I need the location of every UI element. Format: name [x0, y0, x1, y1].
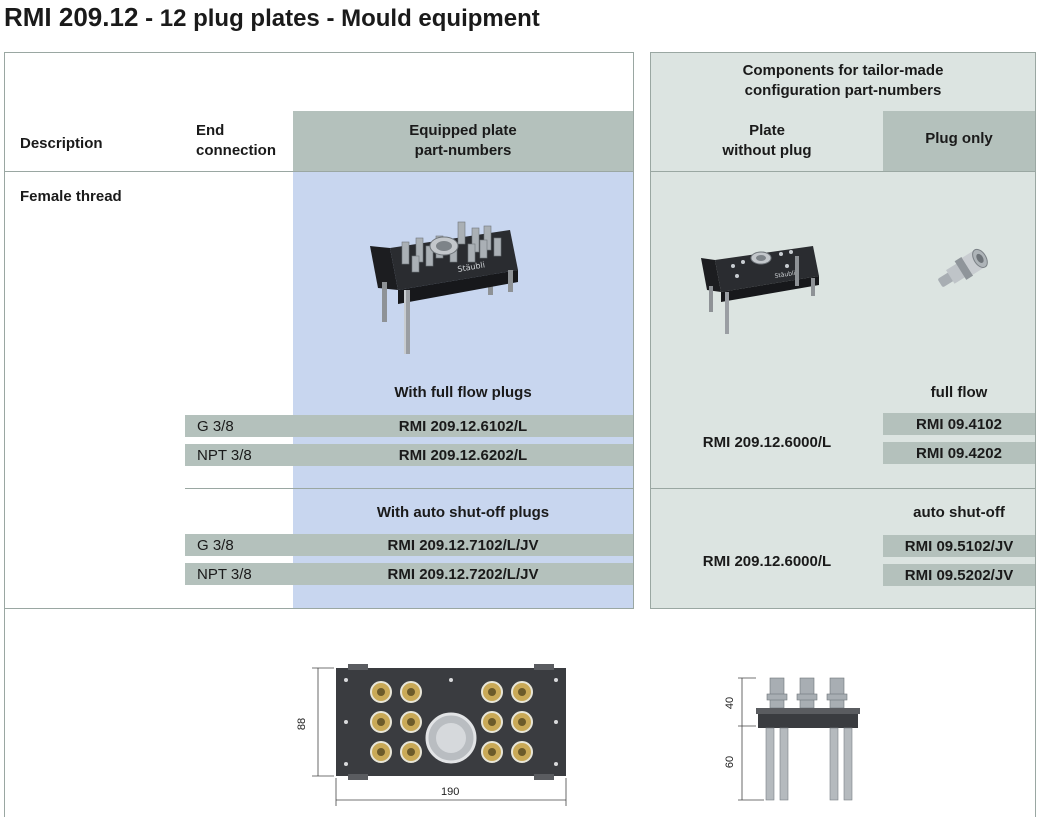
section-divider-left	[185, 488, 634, 489]
header-plate-without-plug: Plate without plug	[722, 122, 812, 159]
side-bottom-dimension: 60	[724, 755, 737, 769]
left-table-frame	[4, 52, 634, 609]
header-components: Components for tailor-made configuration…	[742, 62, 944, 99]
page-title: RMI 209.12 - 12 plug plates - Mould equi…	[4, 2, 540, 33]
auto-row-2-connection: NPT 3/8	[185, 563, 293, 585]
auto-plug-1: RMI 09.5102/JV	[883, 535, 1035, 557]
header-divider-left	[4, 171, 634, 172]
plate-without-plug-image: Stäubli	[701, 246, 819, 334]
header-plug-only: Plug only	[925, 130, 993, 147]
plug-column-bg	[883, 172, 1035, 488]
full-flow-row-1-connection: G 3/8	[185, 415, 293, 437]
svg-text:Stäubli: Stäubli	[774, 270, 796, 280]
side-view-drawing	[738, 677, 860, 801]
section-divider-right	[650, 488, 1036, 489]
full-flow-row-1-part: RMI 209.12.6102/L	[293, 415, 633, 437]
auto-plate-part: RMI 209.12.6000/L	[702, 553, 832, 570]
header-divider-right	[650, 171, 1036, 172]
header-equipped-plate: Equipped plate part-numbers	[409, 122, 517, 159]
auto-shutoff-label: With auto shut-off plugs	[376, 504, 550, 521]
auto-row-2-part: RMI 209.12.7202/L/JV	[293, 563, 633, 585]
plate-column-bg	[651, 172, 883, 488]
full-flow-row-2-part: RMI 209.12.6202/L	[293, 444, 633, 466]
components-header-bg	[651, 53, 1035, 111]
side-top-dimension: 40	[724, 696, 737, 710]
title-main: RMI 209.12	[4, 2, 139, 32]
equipped-plate-image: Stäubli	[370, 221, 518, 354]
header-end-connection: End connection	[196, 122, 277, 159]
header-description: Description	[20, 135, 103, 152]
plug-header-bg	[883, 111, 1035, 171]
width-dimension: 190	[441, 786, 460, 798]
plate-header-bg	[651, 111, 883, 171]
full-flow-row-2-connection: NPT 3/8	[185, 444, 293, 466]
full-flow-plug-1: RMI 09.4102	[883, 413, 1035, 435]
top-view-drawing	[312, 664, 567, 806]
full-flow-plate-part: RMI 209.12.6000/L	[702, 434, 832, 451]
right-table-frame	[650, 52, 1036, 609]
auto-shutoff-plug-label: auto shut-off	[913, 504, 1005, 521]
full-flow-plug-2: RMI 09.4202	[883, 442, 1035, 464]
auto-row-1-part: RMI 209.12.7102/L/JV	[293, 534, 633, 556]
height-dimension: 88	[296, 717, 309, 731]
auto-plug-2: RMI 09.5202/JV	[883, 564, 1035, 586]
drawing-frame	[4, 608, 1036, 817]
plug-image	[938, 248, 988, 287]
title-sub: - 12 plug plates - Mould equipment	[138, 5, 540, 32]
full-flow-plug-label: full flow	[930, 384, 988, 401]
description-value: Female thread	[20, 188, 122, 205]
full-flow-label: With full flow plugs	[394, 384, 532, 401]
equipped-header-bg	[293, 111, 633, 171]
auto-row-1-connection: G 3/8	[185, 534, 293, 556]
